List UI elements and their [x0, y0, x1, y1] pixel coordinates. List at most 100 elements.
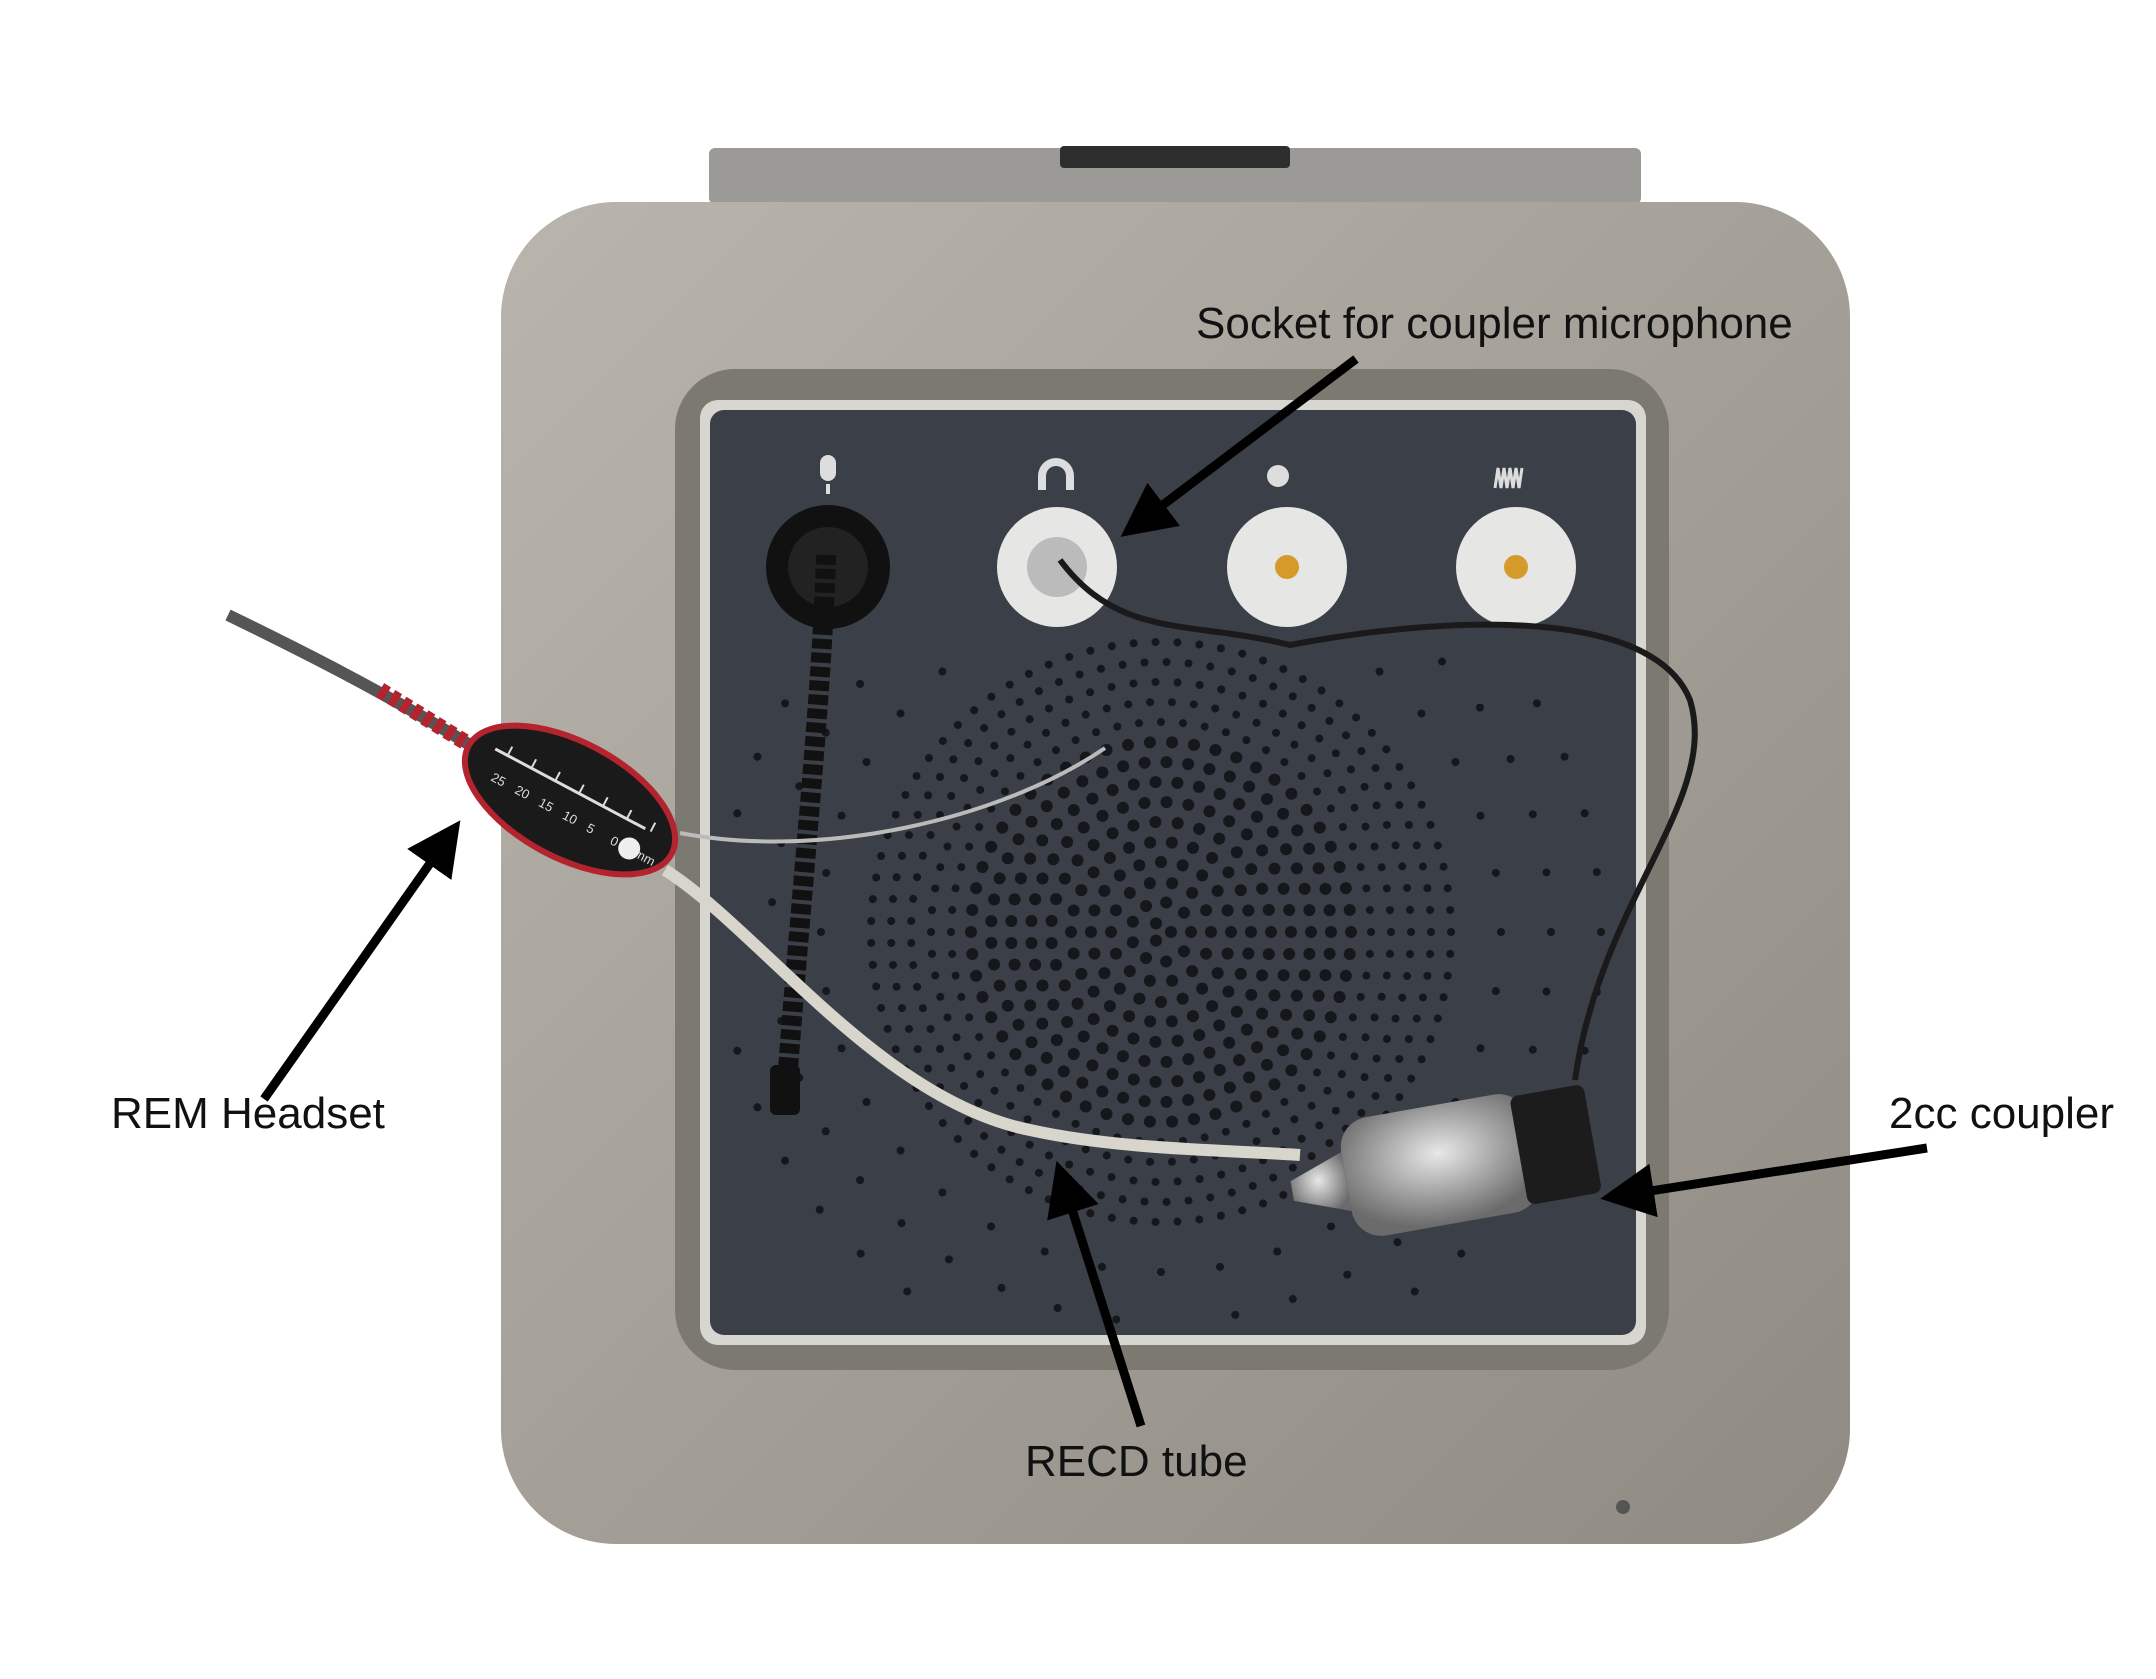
speaker-hole: [1491, 868, 1500, 877]
speaker-hole: [1106, 827, 1119, 840]
speaker-hole: [1186, 965, 1199, 978]
speaker-hole: [1075, 884, 1088, 897]
speaker-hole: [1143, 974, 1156, 987]
speaker-hole: [1061, 1015, 1074, 1028]
speaker-hole: [1385, 906, 1394, 915]
speaker-hole: [903, 1287, 912, 1296]
speaker-hole: [1260, 1058, 1273, 1071]
speaker-hole: [1410, 1287, 1419, 1296]
speaker-hole: [975, 1033, 984, 1041]
speaker-hole: [938, 667, 947, 676]
speaker-hole: [1113, 722, 1122, 731]
speaker-hole: [892, 873, 901, 882]
speaker-hole: [1371, 763, 1380, 772]
speaker-hole: [1288, 1295, 1297, 1304]
speaker-hole: [1040, 1051, 1053, 1064]
speaker-hole: [1005, 915, 1018, 928]
speaker-hole: [1140, 951, 1152, 964]
speaker-hole: [1426, 1035, 1435, 1044]
speaker-hole: [904, 1024, 913, 1033]
speaker-hole: [1044, 1195, 1053, 1204]
speaker-hole: [1129, 639, 1138, 648]
speaker-hole: [877, 1003, 886, 1012]
speaker-hole: [1205, 926, 1217, 938]
socket-4[interactable]: [1456, 507, 1576, 627]
speaker-hole: [1008, 893, 1021, 906]
speaker-hole: [1024, 852, 1037, 865]
speaker-hole: [1447, 928, 1455, 936]
speaker-hole: [1346, 1090, 1355, 1099]
socket-3[interactable]: [1227, 507, 1347, 627]
speaker-hole: [1096, 809, 1109, 822]
speaker-hole: [1171, 1034, 1184, 1047]
speaker-hole: [1107, 642, 1116, 651]
speaker-hole: [913, 1045, 922, 1054]
speaker-hole: [1238, 1206, 1247, 1215]
headset-scale-label: 25: [489, 770, 509, 790]
speaker-hole: [1005, 1175, 1014, 1184]
speaker-hole: [1067, 947, 1080, 960]
speaker-hole: [985, 915, 998, 928]
speaker-hole: [1277, 1044, 1290, 1057]
speaker-hole: [1123, 965, 1136, 978]
speaker-hole: [1250, 1090, 1262, 1103]
speaker-hole: [733, 1046, 742, 1055]
speaker-hole: [1343, 948, 1356, 961]
speaker-hole: [1303, 842, 1316, 855]
speaker-hole: [1006, 754, 1015, 763]
speaker-hole: [1398, 993, 1407, 1002]
speaker-hole: [822, 987, 831, 996]
speaker-hole: [1184, 659, 1193, 668]
speaker-hole: [892, 982, 901, 991]
speaker-hole: [1217, 1170, 1226, 1179]
speaker-hole: [1127, 819, 1140, 832]
speaker-hole: [1146, 698, 1155, 707]
speaker-hole: [948, 949, 957, 958]
speaker-hole: [987, 1222, 995, 1231]
speaker-hole: [1377, 992, 1386, 1001]
speaker-hole: [1024, 999, 1037, 1012]
speaker-hole: [1288, 692, 1297, 701]
speaker-hole: [1052, 746, 1060, 755]
speaker-hole: [1339, 882, 1352, 895]
speaker-hole: [1346, 765, 1355, 774]
gooseneck-microphone: [775, 554, 836, 1111]
speaker-hole: [867, 938, 876, 947]
speaker-hole: [1086, 688, 1095, 697]
speaker-hole: [1547, 928, 1555, 936]
speaker-hole: [1047, 998, 1060, 1011]
speaker-hole: [974, 1098, 983, 1107]
speaker-hole: [1196, 869, 1209, 882]
speaker-hole: [1076, 775, 1089, 788]
speaker-hole: [965, 926, 977, 938]
headset-scale-tick: [530, 758, 538, 769]
speaker-hole: [1391, 1014, 1400, 1023]
speaker-hole: [1290, 740, 1299, 749]
speaker-hole: [960, 1082, 969, 1091]
headset-scale-tick: [625, 809, 633, 820]
speaker-hole: [947, 1064, 956, 1073]
socket-coupler-microphone[interactable]: [997, 507, 1117, 627]
label-recd-tube: RECD tube: [1025, 1437, 1248, 1486]
socket-microphone[interactable]: [766, 505, 890, 629]
speaker-hole: [1382, 971, 1391, 980]
speaker-hole: [1144, 836, 1157, 849]
speaker-hole: [931, 884, 940, 893]
speaker-hole: [997, 710, 1006, 719]
speaker-hole: [1122, 1113, 1135, 1126]
speaker-hole: [891, 1045, 900, 1054]
speaker-hole: [1195, 1215, 1204, 1224]
speaker-hole: [896, 709, 905, 718]
speaker-hole: [1195, 640, 1204, 649]
speaker-hole: [1382, 820, 1391, 829]
speaker-hole: [1382, 884, 1391, 893]
speaker-hole: [1138, 1054, 1151, 1067]
arrow-socket: [1120, 355, 1359, 537]
speaker-hole: [1065, 1160, 1074, 1169]
speaker-hole: [753, 752, 762, 761]
speaker-hole: [889, 960, 898, 969]
speaker-hole: [862, 1098, 871, 1106]
speaker-hole: [1412, 841, 1421, 850]
speaker-hole: [1150, 934, 1162, 947]
